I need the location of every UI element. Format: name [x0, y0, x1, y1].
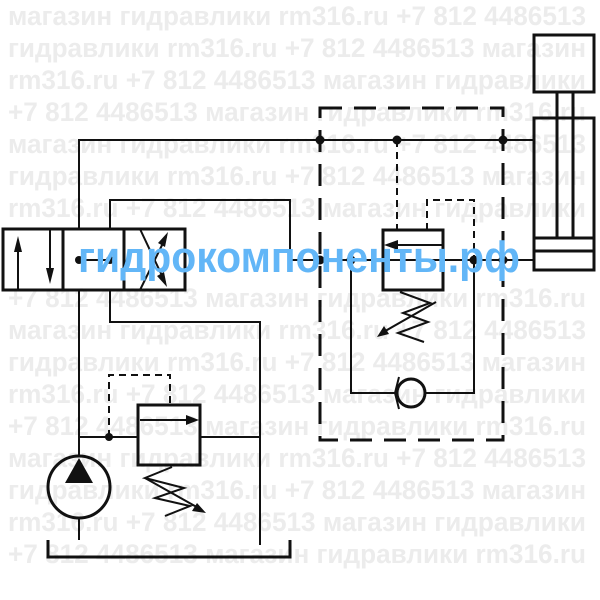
watermark-line: +7 812 4486513 магазин гидравлики rm316.… — [8, 283, 586, 313]
watermark-line: гидравлики rm316.ru +7 812 4486513 магаз… — [8, 475, 586, 505]
spring-icon — [395, 291, 433, 343]
pressure-relief-valve — [105, 374, 206, 517]
spring-icon — [141, 466, 194, 517]
watermark-line: гидравлики rm316.ru +7 812 4486513 магаз… — [8, 347, 586, 377]
watermark-line: +7 812 4486513 магазин гидравлики rm316.… — [8, 97, 586, 127]
valve-block-enclosure — [318, 106, 505, 442]
watermark-line: +7 812 4486513 магазин гидравлики rm316.… — [8, 411, 586, 441]
watermark-line: магазин гидравлики rm316.ru +7 812 44865… — [8, 443, 586, 473]
tank — [46, 540, 292, 559]
pump-triangle-icon — [65, 458, 93, 483]
brand-watermark: гидрокомпоненты.рф — [78, 233, 520, 282]
watermark-line: rm316.ru +7 812 4486513 магазин гидравли… — [8, 193, 586, 223]
hydraulic-cylinder — [532, 33, 596, 272]
watermark-line: rm316.ru +7 812 4486513 магазин гидравли… — [8, 65, 586, 95]
watermark-layer: магазин гидравлики rm316.ru +7 812 44865… — [8, 1, 586, 569]
cross-arrow-icon — [139, 228, 166, 283]
watermark-line: магазин гидравлики rm316.ru +7 812 44865… — [8, 1, 586, 31]
check-valve-icon — [395, 377, 427, 409]
watermark-line: магазин гидравлики rm316.ru +7 812 44865… — [8, 315, 586, 345]
pump — [46, 454, 112, 520]
watermark-line: гидравлики rm316.ru +7 812 4486513 магаз… — [8, 33, 586, 63]
watermark-line: +7 812 4486513 магазин гидравлики rm316.… — [8, 539, 586, 569]
watermark-line: rm316.ru +7 812 4486513 магазин гидравли… — [8, 379, 586, 409]
directional-control-valve — [1, 227, 187, 292]
counterbalance-valve — [315, 135, 508, 410]
watermark-line: rm316.ru +7 812 4486513 магазин гидравли… — [8, 507, 586, 537]
watermark-line: гидравлики rm316.ru +7 812 4486513 магаз… — [8, 161, 586, 191]
watermark-line: магазин гидравлики rm316.ru +7 812 44865… — [8, 129, 586, 159]
pipelines — [46, 139, 535, 559]
